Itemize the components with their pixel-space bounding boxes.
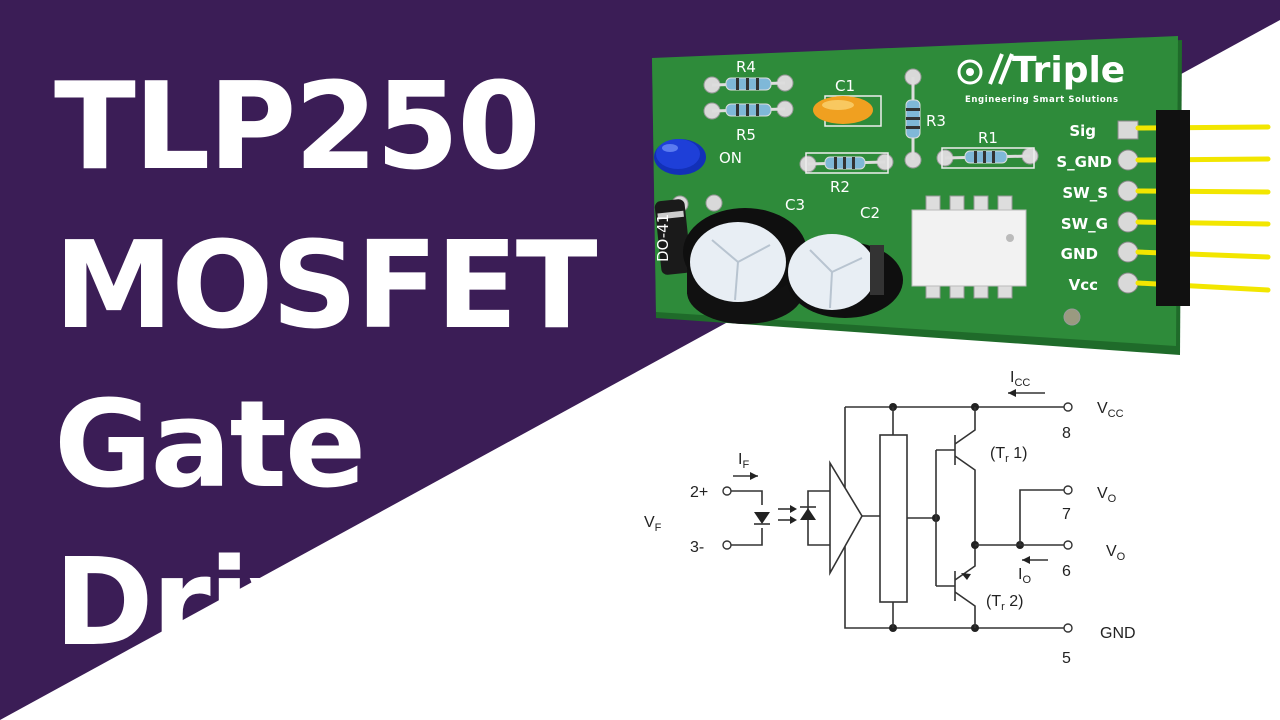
triple-logo: [957, 53, 1014, 85]
pcb-silkscreen-labels: R4 R5 C1 R3 R2 R1 C3 C2 ON DO-41 Triple …: [654, 50, 1125, 262]
label-vcc: VCC: [1097, 400, 1124, 420]
label-diode: DO-41: [654, 214, 672, 262]
tlp250-schematic: [722, 389, 1073, 633]
label-vo-top: VO: [1097, 485, 1117, 505]
label-pin-3: 3-: [690, 539, 704, 556]
pin-label-s-gnd: S_GND: [1056, 153, 1112, 171]
label-r3: R3: [926, 112, 946, 130]
label-r1: R1: [978, 129, 998, 147]
pin-label-sig: Sig: [1069, 122, 1096, 140]
tlp250-ic: [911, 195, 1027, 299]
led-on: [654, 139, 706, 175]
label-r2: R2: [830, 178, 850, 196]
pad: [1117, 211, 1139, 233]
label-pin-7: 7: [1062, 506, 1071, 523]
pad: [1117, 180, 1139, 202]
gear-icon: [957, 59, 983, 85]
pcb-board: [652, 36, 1271, 355]
label-pin-5: 5: [1062, 650, 1071, 667]
capacitor-c2: [787, 234, 903, 318]
label-c2: C2: [860, 204, 880, 222]
label-vo-bottom: VO: [1106, 543, 1126, 563]
schematic-labels: ICC VCC 8 IF 2+ VF 3- (Tr 1) VO 7 VO IO …: [644, 369, 1136, 667]
diode-do41: [654, 199, 692, 275]
pad: [1117, 241, 1139, 263]
label-pin-6: 6: [1062, 563, 1071, 580]
pad: [705, 194, 723, 212]
label-r5: R5: [736, 126, 756, 144]
title-line-2: MOSFET: [54, 217, 598, 356]
label-tr1: (Tr 1): [990, 445, 1027, 465]
pin-label-sw-g: SW_G: [1061, 215, 1108, 233]
label-led-on: ON: [719, 149, 742, 167]
pad: [1117, 149, 1139, 171]
pin-labels: Sig S_GND SW_S SW_G GND Vcc: [1056, 122, 1112, 294]
label-vf: VF: [644, 514, 662, 534]
pin-header: [1135, 110, 1271, 306]
title-line-4: Driver: [54, 534, 463, 673]
label-tr2: (Tr 2): [986, 593, 1023, 613]
mounting-hole: [1063, 308, 1081, 326]
title-line-3: Gate: [54, 376, 366, 515]
pin-label-sw-s: SW_S: [1062, 184, 1108, 202]
label-if: IF: [738, 451, 749, 471]
pad: [1117, 272, 1139, 294]
label-icc: ICC: [1010, 369, 1030, 389]
resistor-r5: [711, 103, 786, 117]
resistor-r4: [711, 77, 786, 91]
title-line-1: TLP250: [54, 58, 541, 197]
label-r4: R4: [736, 58, 756, 76]
resistor-r3: [905, 77, 921, 160]
pin-label-gnd: GND: [1061, 245, 1098, 263]
logo-tagline: Engineering Smart Solutions: [965, 95, 1119, 105]
label-c3: C3: [785, 196, 805, 214]
label-gnd: GND: [1100, 625, 1136, 642]
label-pin-8: 8: [1062, 425, 1071, 442]
capacitor-c3: [683, 208, 807, 324]
resistor-r2: [805, 152, 889, 174]
logo-name: Triple: [1012, 50, 1125, 91]
label-io: IO: [1018, 566, 1031, 586]
pin-label-vcc: Vcc: [1069, 276, 1098, 294]
label-pin-2: 2+: [690, 484, 708, 501]
resistor-r1: [941, 147, 1035, 169]
capacitor-c1: [813, 95, 882, 127]
pad-square: [1117, 120, 1139, 140]
label-c1: C1: [835, 77, 855, 95]
